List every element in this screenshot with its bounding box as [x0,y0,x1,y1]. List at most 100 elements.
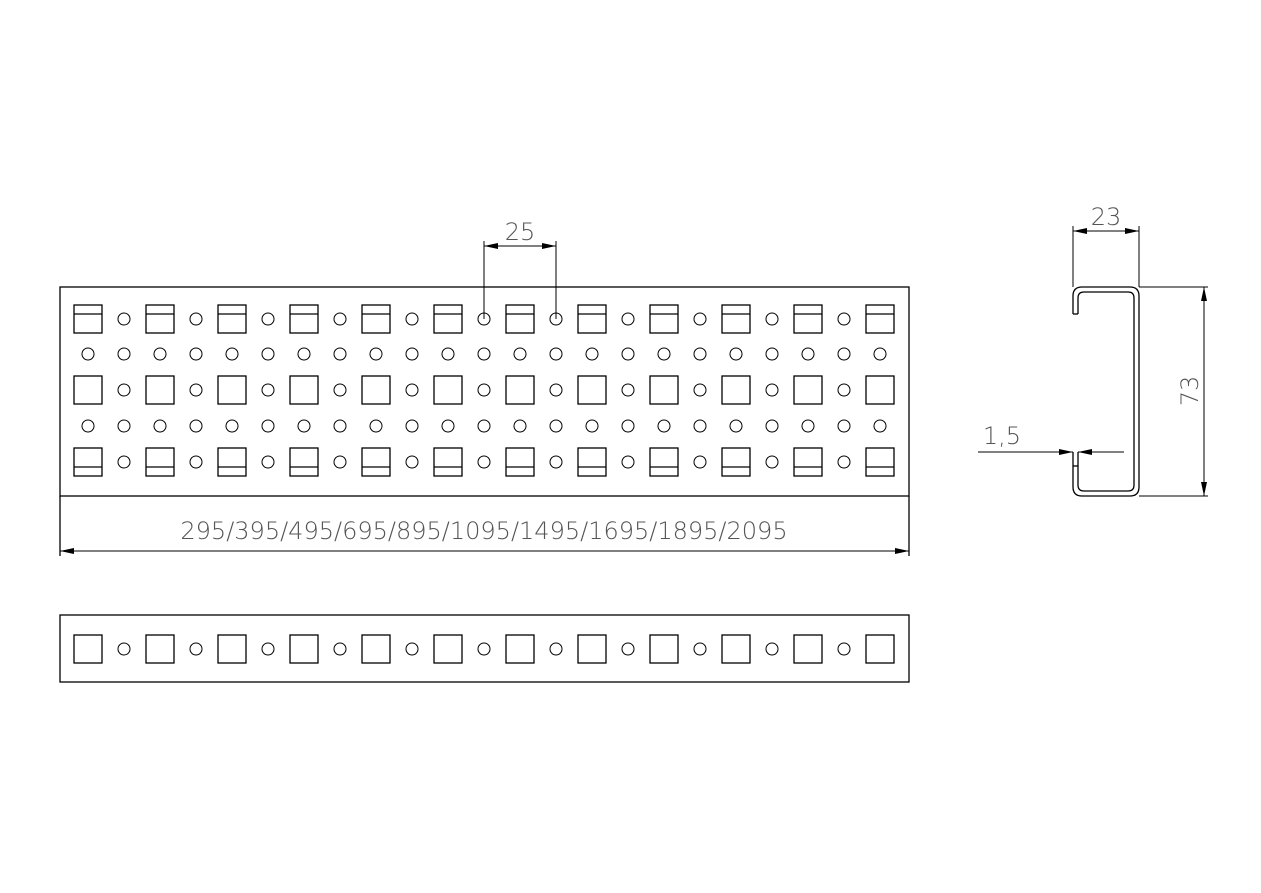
round-hole [261,455,275,469]
round-hole [549,642,563,656]
round-hole [765,419,779,433]
length-dimension-label: 295/395/495/695/895/1095/1495/1695/1895/… [180,517,787,545]
round-hole [297,419,311,433]
square-hole [649,375,679,405]
round-hole [585,419,599,433]
round-hole [621,347,635,361]
hole-pattern [73,304,895,477]
square-hole [793,375,823,405]
round-hole [693,347,707,361]
square-hole [73,304,103,334]
round-hole [873,419,887,433]
top-plate-view: 25 295/395/495/695/895/1095/1495/1695/18… [59,218,910,556]
round-hole [693,642,707,656]
round-hole [549,347,563,361]
round-hole [405,347,419,361]
round-hole [837,642,851,656]
round-hole [117,419,131,433]
round-hole [765,455,779,469]
round-hole [693,419,707,433]
round-hole [765,383,779,397]
square-hole [649,304,679,334]
round-hole [765,642,779,656]
round-hole [261,347,275,361]
square-hole [145,634,175,664]
square-hole [721,375,751,405]
round-hole [765,312,779,326]
square-hole [145,375,175,405]
thickness-dimension-label: 1,5 [983,422,1021,450]
round-hole [405,642,419,656]
round-hole [549,383,563,397]
round-hole [477,455,491,469]
square-hole [433,375,463,405]
profile-outer [1072,286,1140,497]
square-hole [73,634,103,664]
square-hole [73,375,103,405]
round-hole [117,642,131,656]
round-hole [153,347,167,361]
round-hole [297,347,311,361]
round-hole [189,383,203,397]
round-hole [441,419,455,433]
round-hole [513,347,527,361]
square-hole [721,447,751,477]
round-hole [333,455,347,469]
square-hole [505,375,535,405]
square-hole [433,304,463,334]
square-hole [865,375,895,405]
round-hole [189,642,203,656]
square-hole [505,304,535,334]
square-hole [361,634,391,664]
round-hole [333,347,347,361]
square-hole [73,447,103,477]
round-hole [261,312,275,326]
round-hole [477,419,491,433]
round-hole [225,419,239,433]
square-hole [793,634,823,664]
round-hole [621,383,635,397]
square-hole [577,447,607,477]
round-hole [729,347,743,361]
square-hole [577,304,607,334]
round-hole [621,455,635,469]
round-hole [405,383,419,397]
round-hole [441,347,455,361]
square-hole [721,304,751,334]
round-hole [189,455,203,469]
strip-hole-pattern [73,634,895,664]
round-hole [729,419,743,433]
round-hole [189,312,203,326]
square-hole [793,447,823,477]
square-hole [361,447,391,477]
round-hole [225,347,239,361]
round-hole [657,347,671,361]
round-hole [621,642,635,656]
round-hole [477,383,491,397]
side-strip-view [59,614,910,683]
strip-outline [59,614,910,683]
square-hole [649,447,679,477]
square-hole [217,634,247,664]
round-hole [801,347,815,361]
round-hole [333,419,347,433]
round-hole [405,455,419,469]
round-hole [369,347,383,361]
round-hole [261,419,275,433]
round-hole [117,312,131,326]
square-hole [721,634,751,664]
round-hole [621,419,635,433]
round-hole [153,419,167,433]
square-hole [289,447,319,477]
round-hole [117,383,131,397]
round-hole [117,455,131,469]
square-hole [361,375,391,405]
round-hole [873,347,887,361]
square-hole [865,447,895,477]
round-hole [837,419,851,433]
round-hole [369,419,383,433]
square-hole [505,447,535,477]
square-hole [577,634,607,664]
round-hole [657,419,671,433]
